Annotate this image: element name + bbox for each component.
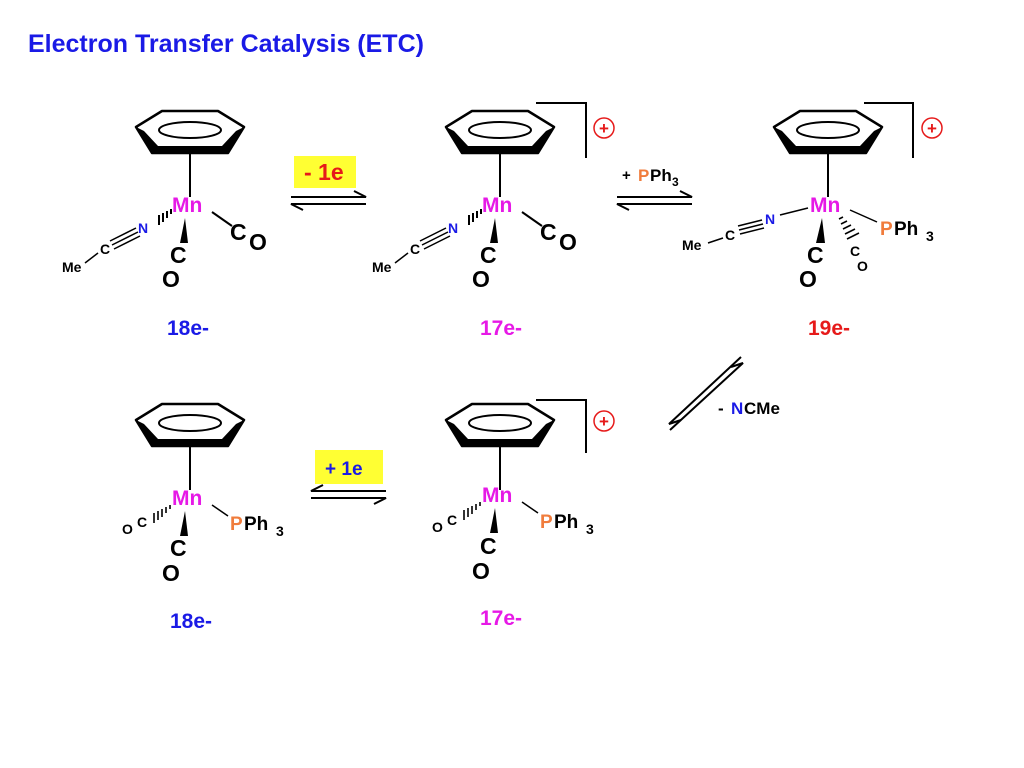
carbonyl-o-label-4a: O [432,519,443,535]
carbonyl-o-label-2b: O [472,266,490,292]
phosphine-ph-label-5: Ph [244,514,268,535]
arrow-ligand-addition: + P Ph 3 [616,166,693,211]
nitrile-carbon-label-3: C [725,227,735,243]
carbonyl-o-label-3b: O [799,266,817,292]
phosphine-ph-label-4: Ph [554,512,578,533]
ligand-add-p: P [638,166,649,185]
carbonyl-o-label-4b: O [472,558,490,584]
phosphine-ph-label-3: Ph [894,219,918,240]
ligand-loss-sign: - [718,399,724,418]
carbonyl-c-label-3b: C [807,242,824,268]
phosphine-sub-3: 3 [926,228,934,244]
cp-ring-1 [134,109,246,199]
ligand-add-sub: 3 [672,175,679,189]
carbonyl-o-label-5a: O [122,521,133,537]
phosphine-sub-4: 3 [586,521,594,537]
electron-count-4: 17e- [480,607,522,630]
arrow-ligand-loss: - N CMe [668,356,780,431]
nitrile-carbon-label-1: C [100,241,110,257]
carbonyl-c-label-2a: C [540,219,557,245]
arrow-reduction: + 1e [310,450,387,505]
highlight-oxidation [294,156,356,188]
charge-circle-3 [921,117,943,139]
reduction-label: + 1e [325,459,363,480]
metal-label-2: Mn [482,194,512,217]
cp-ring-2 [444,109,556,199]
charge-sign-3: + [927,119,937,138]
charge-circle-2 [593,117,615,139]
carbonyl-o-label-3a: O [857,258,868,274]
nitrogen-label-3: N [765,211,775,227]
electron-count-3: 19e- [808,317,850,340]
electron-count-2: 17e- [480,317,522,340]
carbonyl-c-label-1a: C [230,219,247,245]
structure-2-cpmn-co2-ncme-cation: + Mn N C Me C O C O 17e- [372,102,615,340]
phosphine-p-label-5: P [230,514,243,535]
cp-ring-5 [134,402,246,492]
cp-ring-3 [772,109,884,199]
structure-5-cpmn-co2-pph3: Mn C O P Ph 3 C O 18e- [122,402,284,633]
metal-label-4: Mn [482,484,512,507]
cp-ring-4 [444,402,556,492]
ligand-loss-n: N [731,399,743,418]
carbonyl-o-label-1a: O [249,229,267,255]
metal-label-3: Mn [810,194,840,217]
structure-4-cpmn-co2-pph3-cation: + Mn C O P Ph 3 C O 17e- [432,399,615,630]
phosphine-p-label-3: P [880,219,893,240]
structure-1-cpmn-co2-ncme: Mn N C Me C O C O 18e- [62,109,267,340]
carbonyl-c-label-5b: C [170,535,187,561]
charge-sign-2: + [599,119,609,138]
carbonyl-c-label-4b: C [480,533,497,559]
nitrogen-label-1: N [138,220,148,236]
carbonyl-c-label-5a: C [137,514,147,530]
oxidation-label: - 1e [304,159,344,185]
carbonyl-c-label-4a: C [447,512,457,528]
carbonyl-o-label-5b: O [162,560,180,586]
ligand-add-sign: + [622,167,631,184]
electron-count-1: 18e- [167,317,209,340]
ligand-loss-rest: CMe [744,399,780,418]
structure-3-cpmn-co2-ncme-pph3-cation: + Mn N C Me P Ph 3 C O C O 19e- [682,102,943,340]
carbonyl-o-label-1b: O [162,266,180,292]
methyl-label-3: Me [682,237,702,253]
phosphine-p-label-4: P [540,512,553,533]
nitrogen-label-2: N [448,220,458,236]
methyl-label-1: Me [62,259,82,275]
charge-circle-4 [593,410,615,432]
carbonyl-o-label-2a: O [559,229,577,255]
phosphine-sub-5: 3 [276,523,284,539]
carbonyl-c-label-1b: C [170,242,187,268]
methyl-label-2: Me [372,259,392,275]
metal-label-1: Mn [172,194,202,217]
carbonyl-c-label-3a: C [850,243,860,259]
metal-label-5: Mn [172,487,202,510]
nitrile-carbon-label-2: C [410,241,420,257]
ligand-add-ph: Ph [650,166,672,185]
electron-count-5: 18e- [170,610,212,633]
page-title: Electron Transfer Catalysis (ETC) [28,30,424,58]
arrow-oxidation: - 1e [290,156,367,211]
highlight-reduction [315,450,383,484]
charge-sign-4: + [599,412,609,431]
carbonyl-c-label-2b: C [480,242,497,268]
